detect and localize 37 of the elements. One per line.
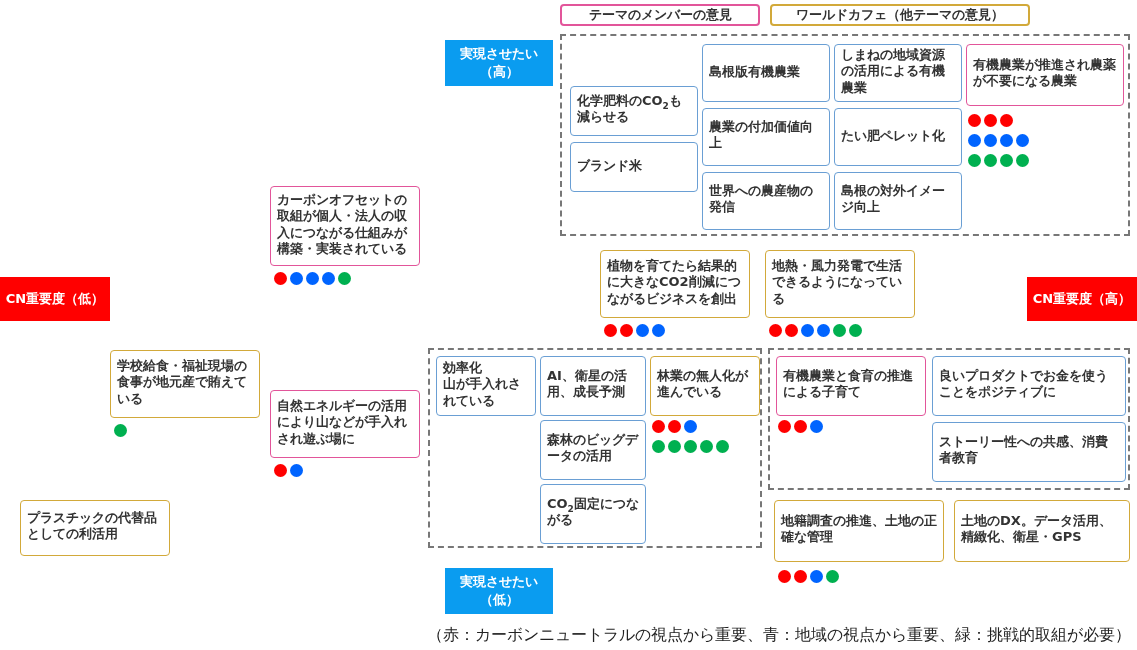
dashed-group-frame bbox=[560, 34, 1130, 236]
note-card: 森林のビッグデータの活用 bbox=[540, 420, 646, 480]
note-text: 山が手入れされている bbox=[443, 376, 522, 409]
note-card: 植物を育てたら結果的に大きなCO2削減につながるビジネスを創出 bbox=[600, 250, 750, 318]
note-card: 土地のDX。データ活用、精緻化、衛星・GPS bbox=[954, 500, 1130, 562]
note-card: しまねの地域資源の活用による有機農業 bbox=[834, 44, 962, 102]
note-card: 島根版有機農業 bbox=[702, 44, 830, 102]
note-card bbox=[436, 356, 536, 416]
note-card: 学校給食・福祉現場の食事が地元産で賄えている bbox=[110, 350, 260, 418]
dashed-group-frame bbox=[428, 348, 762, 548]
note-card: ストーリー性への共感、消費者教育 bbox=[932, 422, 1126, 482]
note-card: 良いプロダクトでお金を使うことをポジティブに bbox=[932, 356, 1126, 416]
note-card: 農業の付加価値向上 bbox=[702, 108, 830, 166]
axis-label: 実現させたい（高） bbox=[445, 40, 553, 86]
note-text: 効率化 bbox=[443, 360, 483, 377]
axis-label: CN重要度（高） bbox=[1027, 277, 1137, 321]
note-card: プラスチックの代替品としての利活用 bbox=[20, 500, 170, 556]
note-card: CO$_{2}$固定につながる bbox=[540, 484, 646, 544]
note-card: 化学肥料のCO$_{2}$も減らせる bbox=[570, 86, 698, 136]
legend-label: テーマのメンバーの意見 bbox=[588, 6, 732, 24]
note-card: 地籍調査の推進、土地の正確な管理 bbox=[774, 500, 944, 562]
note-card: AI、衛星の活用、成長予測 bbox=[540, 356, 646, 416]
note-card: 林業の無人化が進んでいる bbox=[650, 356, 760, 416]
dashed-group-frame bbox=[768, 348, 1130, 490]
note-card: ブランド米 bbox=[570, 142, 698, 192]
axis-label: 実現させたい（低） bbox=[445, 568, 553, 614]
note-card: 自然エネルギーの活用により山などが手入れされ遊ぶ場に bbox=[270, 390, 420, 458]
axis-label: CN重要度（低） bbox=[0, 277, 110, 321]
note-card: 有機農業と食育の推進による子育て bbox=[776, 356, 926, 416]
note-card: カーボンオフセットの取組が個人・法人の収入につながる仕組みが構築・実装されている bbox=[270, 186, 420, 266]
legend-label: ワールドカフェ（他テーマの意見） bbox=[796, 6, 1004, 24]
caption: （赤：カーボンニュートラルの視点から重要、青：地域の視点から重要、緑：挑戦的取組が必要） bbox=[426, 625, 1131, 646]
note-card: 島根の対外イメージ向上 bbox=[834, 172, 962, 230]
note-card: たい肥ペレット化 bbox=[834, 108, 962, 166]
note-card: 有機農業が推進され農薬が不要になる農業 bbox=[966, 44, 1124, 106]
note-card: 世界への農産物の発信 bbox=[702, 172, 830, 230]
note-card: 地熱・風力発電で生活できるようになっている bbox=[765, 250, 915, 318]
